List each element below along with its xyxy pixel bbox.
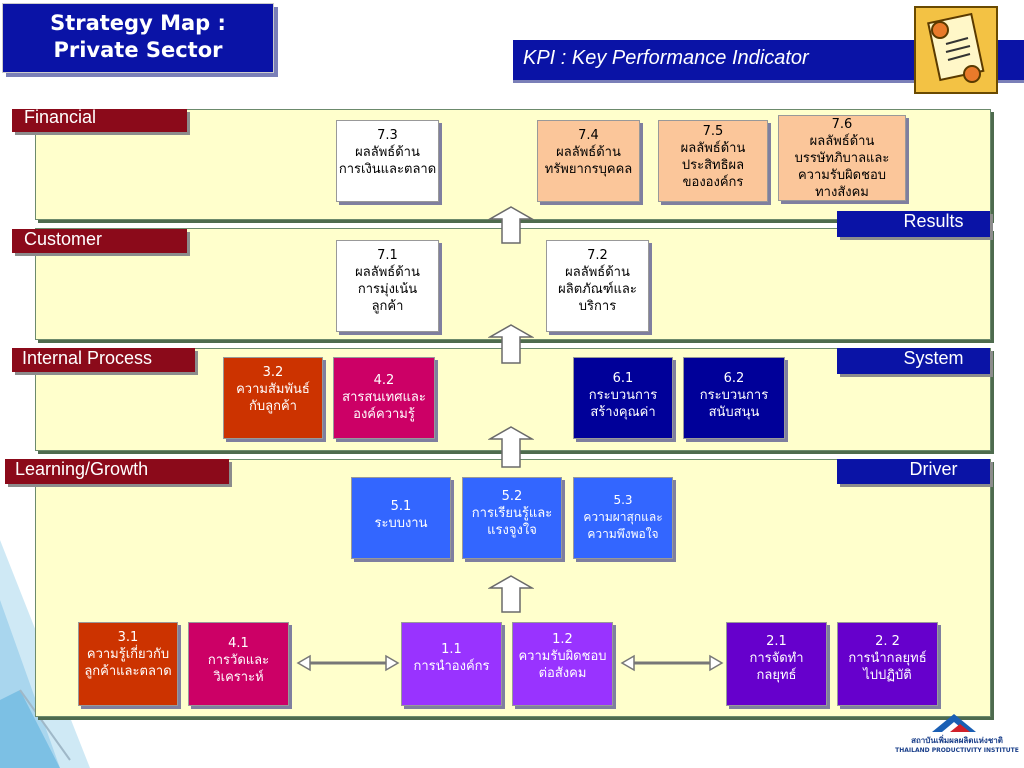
title-line-2: Private Sector bbox=[53, 38, 223, 62]
internal-process-label: Internal Process bbox=[12, 348, 195, 372]
scroll-clipart-icon bbox=[914, 6, 998, 94]
up-arrow-icon bbox=[488, 575, 534, 613]
learning-growth-label: Learning/Growth bbox=[5, 459, 229, 484]
box-7-3: 7.3 ผลลัพธ์ด้าน การเงินและตลาด bbox=[336, 120, 439, 202]
box-3-1: 3.1 ความรู้เกี่ยวกับ ลูกค้าและตลาด bbox=[78, 622, 178, 706]
double-arrow-icon bbox=[296, 654, 400, 672]
page-title: Strategy Map : Private Sector bbox=[2, 3, 274, 73]
financial-label: Financial bbox=[12, 108, 187, 132]
box-2-1: 2.1 การจัดทำ กลยุทธ์ bbox=[726, 622, 827, 706]
logo-thai: สถาบันเพิ่มผลผลิตแห่งชาติ bbox=[911, 736, 1003, 745]
driver-label: Driver bbox=[837, 459, 990, 484]
box-6-1: 6.1 กระบวนการ สร้างคุณค่า bbox=[573, 357, 673, 439]
tpi-logo-icon bbox=[932, 714, 976, 732]
logo-english: THAILAND PRODUCTIVITY INSTITUTE bbox=[895, 747, 1019, 754]
box-3-2: 3.2 ความสัมพันธ์ กับลูกค้า bbox=[223, 357, 323, 439]
double-arrow-icon bbox=[620, 654, 724, 672]
box-1-2: 1.2 ความรับผิดชอบ ต่อสังคม bbox=[512, 622, 613, 706]
kpi-title: KPI : Key Performance Indicator bbox=[523, 47, 809, 69]
up-arrow-icon bbox=[488, 426, 534, 468]
box-1-1: 1.1 การนำองค์กร bbox=[401, 622, 502, 706]
box-4-2: 4.2 สารสนเทศและ องค์ความรู้ bbox=[333, 357, 435, 439]
box-4-1: 4.1 การวัดและ วิเคราะห์ bbox=[188, 622, 289, 706]
box-2-2: 2. 2 การนำกลยุทธ์ ไปปฏิบัติ bbox=[837, 622, 938, 706]
box-6-2: 6.2 กระบวนการ สนับสนุน bbox=[683, 357, 785, 439]
box-7-1: 7.1 ผลลัพธ์ด้าน การมุ่งเน้น ลูกค้า bbox=[336, 240, 439, 332]
box-7-6: 7.6 ผลลัพธ์ด้าน บรรษัทภิบาลและ ความรับผิ… bbox=[778, 115, 906, 201]
box-7-4: 7.4 ผลลัพธ์ด้าน ทรัพยากรบุคคล bbox=[537, 120, 640, 202]
box-5-2: 5.2 การเรียนรู้และ แรงจูงใจ bbox=[462, 477, 562, 559]
title-line-1: Strategy Map : bbox=[50, 11, 226, 35]
results-label: Results bbox=[837, 211, 990, 237]
up-arrow-icon bbox=[488, 206, 534, 244]
system-label: System bbox=[837, 348, 990, 374]
customer-label: Customer bbox=[12, 229, 187, 253]
box-7-2: 7.2 ผลลัพธ์ด้าน ผลิตภัณฑ์และ บริการ bbox=[546, 240, 649, 332]
box-5-1: 5.1 ระบบงาน bbox=[351, 477, 451, 559]
box-5-3: 5.3 ความผาสุกและ ความพึงพอใจ bbox=[573, 477, 673, 559]
up-arrow-icon bbox=[488, 324, 534, 364]
box-7-5: 7.5 ผลลัพธ์ด้าน ประสิทธิผล ขององค์กร bbox=[658, 120, 768, 202]
logo-text: สถาบันเพิ่มผลผลิตแห่งชาติ THAILAND PRODU… bbox=[893, 734, 1021, 754]
